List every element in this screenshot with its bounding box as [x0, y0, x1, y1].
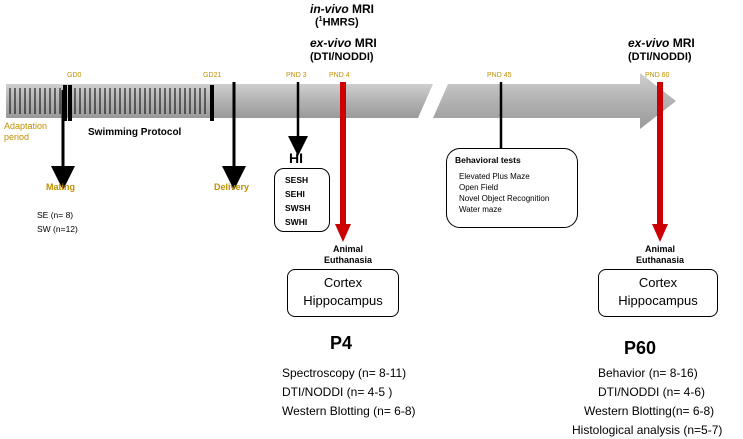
invivo-italic: in-vivo: [310, 2, 349, 16]
p4-analysis-item: Spectroscopy (n= 8-11): [282, 366, 407, 380]
hi-group-item: SESH: [285, 175, 309, 185]
exvivo-mri-label-1: ex-vivo MRI: [310, 36, 377, 50]
p4-title: P4: [330, 333, 353, 353]
exvivo-italic-2: ex-vivo: [628, 36, 670, 50]
p60-region-hippocampus: Hippocampus: [618, 293, 698, 308]
p60-regions-box: Cortex Hippocampus: [598, 269, 718, 317]
mating-label: Mating: [46, 182, 75, 192]
p60-analysis-item: DTI/NODDI (n= 4-6): [598, 385, 706, 399]
behavioral-test-item: Elevated Plus Maze: [459, 172, 530, 181]
delivery-label: Delivery: [214, 182, 250, 192]
hi-title: HI: [289, 150, 303, 166]
p60-region-cortex: Cortex: [638, 275, 678, 290]
pnd4-red-shaft: [340, 82, 346, 226]
p4-region-cortex: Cortex: [323, 275, 363, 290]
pnd60-red-arrowhead: [652, 224, 668, 242]
pnd4-red-arrowhead: [335, 224, 351, 242]
p4-region-hippocampus: Hippocampus: [303, 293, 383, 308]
p60-euthanasia-label: Animal Euthanasia: [635, 244, 684, 265]
hmrs-sup: 1: [318, 16, 323, 23]
dti-label-1: (DTI/NODDI): [310, 51, 374, 63]
gd21-marker: [210, 85, 214, 121]
p4-regions-box: Cortex Hippocampus: [287, 269, 399, 317]
hi-group-item: SWHI: [285, 217, 308, 227]
p4-analysis-item: Western Blotting (n= 6-8): [282, 404, 416, 418]
p4-euthanasia-label: Animal Euthanasia: [323, 244, 372, 265]
behavioral-tests-title: Behavioral tests: [455, 155, 521, 165]
timeline-bar-segment-2: [433, 73, 676, 129]
swimming-protocol-label: Swimming Protocol: [88, 127, 182, 138]
exvivo-mri-text-2: MRI: [669, 36, 695, 50]
timeline-tick-marks: [9, 88, 206, 114]
hmrs-rest: HMRS): [322, 16, 359, 29]
p60-title: P60: [624, 338, 657, 358]
pnd45-label: PND 45: [487, 72, 512, 79]
gd0-marker-2: [68, 85, 72, 121]
dti-label-2: (DTI/NODDI): [628, 51, 692, 63]
p60-analysis-item: Histological analysis (n=5-7): [572, 423, 723, 437]
hi-groups-box: SESH SEHI SWSH SWHI: [274, 168, 330, 232]
invivo-mri-text: MRI: [348, 2, 375, 16]
p4-analysis-item: DTI/NODDI (n= 4-5 ): [282, 385, 393, 399]
exvivo-mri-label-2: ex-vivo MRI: [628, 36, 695, 50]
hmrs-open: (: [315, 16, 319, 29]
adaptation-period-label: Adaptation period: [4, 121, 48, 142]
pnd60-red-shaft: [657, 82, 663, 226]
sw-count: SW (n=12): [37, 224, 78, 234]
pnd4-label: PND 4: [329, 72, 350, 79]
behavioral-test-item: Novel Object Recognition: [459, 194, 550, 203]
invivo-mri-label: in-vivo MRI: [310, 2, 374, 16]
behavioral-tests-box: Behavioral tests Elevated Plus Maze Open…: [446, 148, 578, 228]
behavioral-test-item: Water maze: [459, 205, 502, 214]
p60-analysis-item: Behavior (n= 8-16): [598, 366, 698, 380]
gd0-marker: [63, 85, 67, 121]
hmrs-label: (1HMRS): [315, 16, 359, 29]
gd21-label: GD21: [203, 72, 222, 79]
se-count: SE (n= 8): [37, 210, 74, 220]
p60-analysis-item: Western Blotting(n= 6-8): [584, 404, 715, 418]
exvivo-mri-text-1: MRI: [351, 36, 377, 50]
hi-group-item: SWSH: [285, 203, 311, 213]
pnd3-label: PND 3: [286, 72, 307, 79]
exvivo-italic-1: ex-vivo: [310, 36, 352, 50]
pnd60-label: PND 60: [645, 72, 670, 79]
hi-group-item: SEHI: [285, 189, 305, 199]
behavioral-test-item: Open Field: [459, 183, 499, 192]
gd0-label: GD0: [67, 72, 82, 79]
timeline-bar-segment-1: [6, 84, 433, 118]
